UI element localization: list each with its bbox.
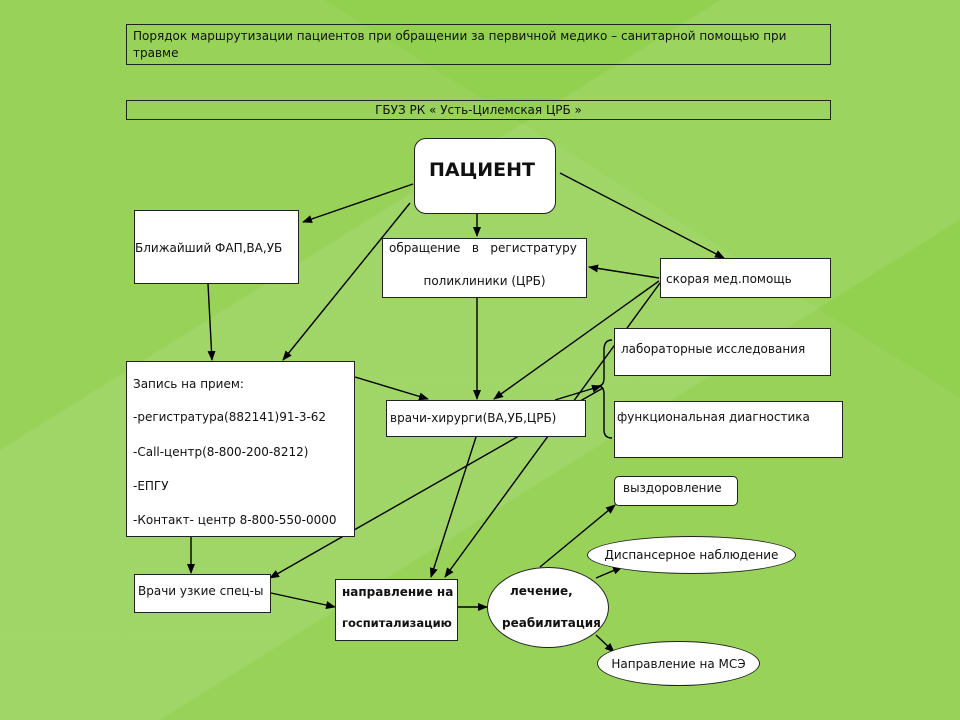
- ambulance-label: скорая мед.помощь: [666, 272, 792, 286]
- patient-node: ПАЦИЕНТ: [414, 138, 556, 214]
- hospitalization-label-line1: направление на: [342, 585, 454, 599]
- organization-box: ГБУЗ РК « Усть-Цилемская ЦРБ »: [126, 100, 831, 120]
- dispensary-node: Диспансерное наблюдение: [587, 536, 796, 574]
- functional-diagnostics-label: функциональная диагностика: [617, 410, 810, 424]
- arrow-treatment-to-recovery: [539, 504, 616, 568]
- arrow-specialists-to-hospitalization: [270, 592, 336, 609]
- nearest-fap-label: Ближайший ФАП,ВА,УБ: [135, 241, 283, 255]
- specialists-label: Врачи узкие спец-ы: [138, 584, 264, 598]
- arrow-appointment-to-surgeons: [354, 376, 429, 401]
- treatment-node: лечение, реабилитация: [487, 567, 609, 648]
- appointment-item-call-center: -Call-центр(8-800-200-8212): [133, 445, 309, 459]
- arrow-surgeons-to-hospitalization: [429, 436, 477, 578]
- registry-label-line2: поликлиники (ЦРБ): [423, 274, 546, 288]
- arrow-patient-to-ambulance: [559, 172, 725, 259]
- dispensary-label: Диспансерное наблюдение: [604, 548, 779, 562]
- arrow-treatment-to-mse: [595, 634, 615, 653]
- ambulance-node: скорая мед.помощь: [660, 258, 831, 298]
- appointment-title: Запись на прием:: [133, 377, 244, 391]
- specialists-node: Врачи узкие спец-ы: [134, 574, 271, 613]
- patient-label: ПАЦИЕНТ: [429, 159, 535, 181]
- registry-label-line1: обращение в регистратуру: [389, 241, 577, 255]
- mse-referral-node: Направление на МСЭ: [597, 641, 760, 686]
- recovery-label: выздоровление: [623, 481, 722, 495]
- lab-tests-node: лабораторные исследования: [614, 328, 831, 376]
- page-title: Порядок маршрутизации пациентов при обра…: [133, 29, 787, 61]
- arrow-fap-to-appointment: [207, 283, 216, 361]
- diagnostics-brace: [597, 339, 613, 439]
- treatment-label-line1: лечение,: [510, 584, 573, 598]
- title-box: Порядок маршрутизации пациентов при обра…: [126, 24, 831, 65]
- arrow-patient-to-fap: [302, 183, 414, 223]
- arrow-ambulance-to-surgeons: [493, 280, 660, 400]
- arrow-patient-to-appointment: [282, 202, 411, 361]
- nearest-fap-node: Ближайший ФАП,ВА,УБ: [134, 210, 299, 284]
- appointment-node: Запись на прием: -регистратура(882141)91…: [126, 361, 355, 537]
- hospitalization-label-line2: госпитализацию: [342, 616, 452, 630]
- surgeons-label: врачи-хирурги(ВА,УБ,ЦРБ): [390, 411, 557, 425]
- appointment-item-registry: -регистратура(882141)91-3-62: [133, 410, 327, 424]
- hospitalization-node: направление на госпитализацию: [335, 579, 458, 641]
- lab-tests-label: лабораторные исследования: [621, 342, 806, 356]
- organization-name: ГБУЗ РК « Усть-Цилемская ЦРБ »: [375, 103, 582, 117]
- appointment-item-epgu: -ЕПГУ: [133, 479, 169, 493]
- appointment-item-contact-center: -Контакт- центр 8-800-550-0000: [133, 513, 337, 527]
- recovery-node: выздоровление: [614, 476, 738, 506]
- registry-node: обращение в регистратуру поликлиники (ЦР…: [382, 238, 587, 298]
- treatment-label-line2: реабилитация: [502, 616, 601, 630]
- arrow-surgeons-to-diagnostics: [554, 384, 602, 401]
- arrow-ambulance-to-registry: [588, 264, 660, 279]
- surgeons-node: врачи-хирурги(ВА,УБ,ЦРБ): [386, 400, 586, 437]
- mse-referral-label: Направление на МСЭ: [611, 656, 746, 671]
- arrow-treatment-to-dispensary: [595, 566, 623, 579]
- functional-diagnostics-node: функциональная диагностика: [614, 401, 843, 458]
